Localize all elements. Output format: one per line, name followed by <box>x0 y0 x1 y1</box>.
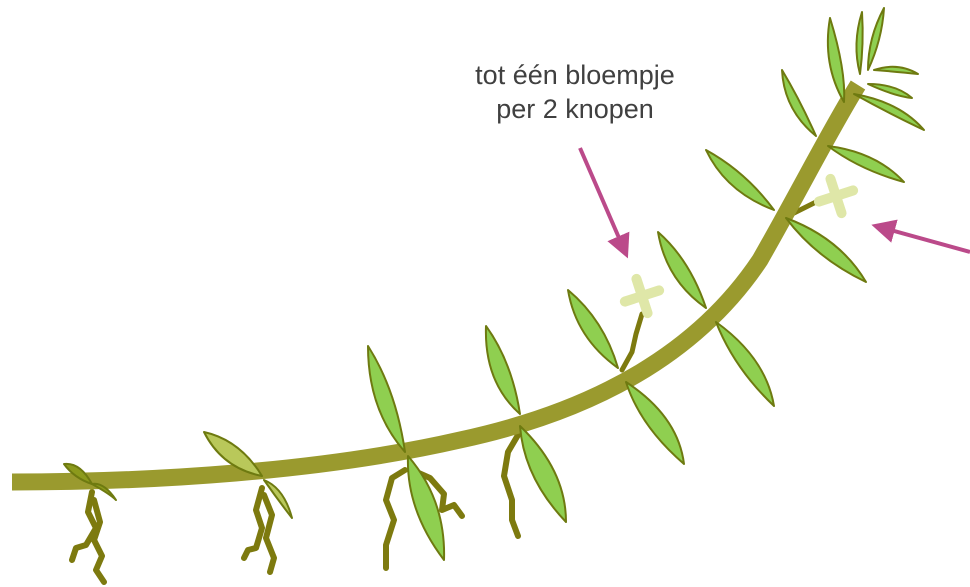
root-1b <box>94 500 104 582</box>
arrow-icon <box>580 148 626 254</box>
callout-line-1: tot één bloempje <box>425 58 725 92</box>
leaf <box>626 382 684 464</box>
root-2b <box>264 495 274 572</box>
callout-line-2: per 2 knopen <box>425 92 725 126</box>
flower-stalk-lower <box>622 314 642 370</box>
leaf <box>486 326 520 414</box>
root-2a <box>244 488 262 558</box>
leaf <box>828 146 904 182</box>
leaf <box>716 322 774 406</box>
leaf <box>874 67 918 74</box>
root-3a <box>386 470 405 568</box>
cross-flower-icon <box>813 173 858 218</box>
leaf <box>828 18 844 102</box>
cross-flower-icon <box>619 273 664 318</box>
main-stem <box>12 85 858 482</box>
leaf <box>868 8 884 70</box>
leaf <box>868 84 912 98</box>
leaf <box>854 94 924 130</box>
callout-label: tot één bloempje per 2 knopen <box>425 58 725 126</box>
leaf <box>658 232 706 308</box>
arrow-icon <box>876 226 970 252</box>
leaf <box>856 12 862 74</box>
leaf <box>568 290 618 368</box>
leaf <box>786 218 866 282</box>
leaf <box>368 346 405 452</box>
leaf <box>520 426 566 522</box>
leaf <box>706 150 774 210</box>
leaf <box>782 70 816 136</box>
root-4a <box>504 435 518 536</box>
leaf <box>408 456 444 560</box>
flower-stalks <box>622 200 820 370</box>
